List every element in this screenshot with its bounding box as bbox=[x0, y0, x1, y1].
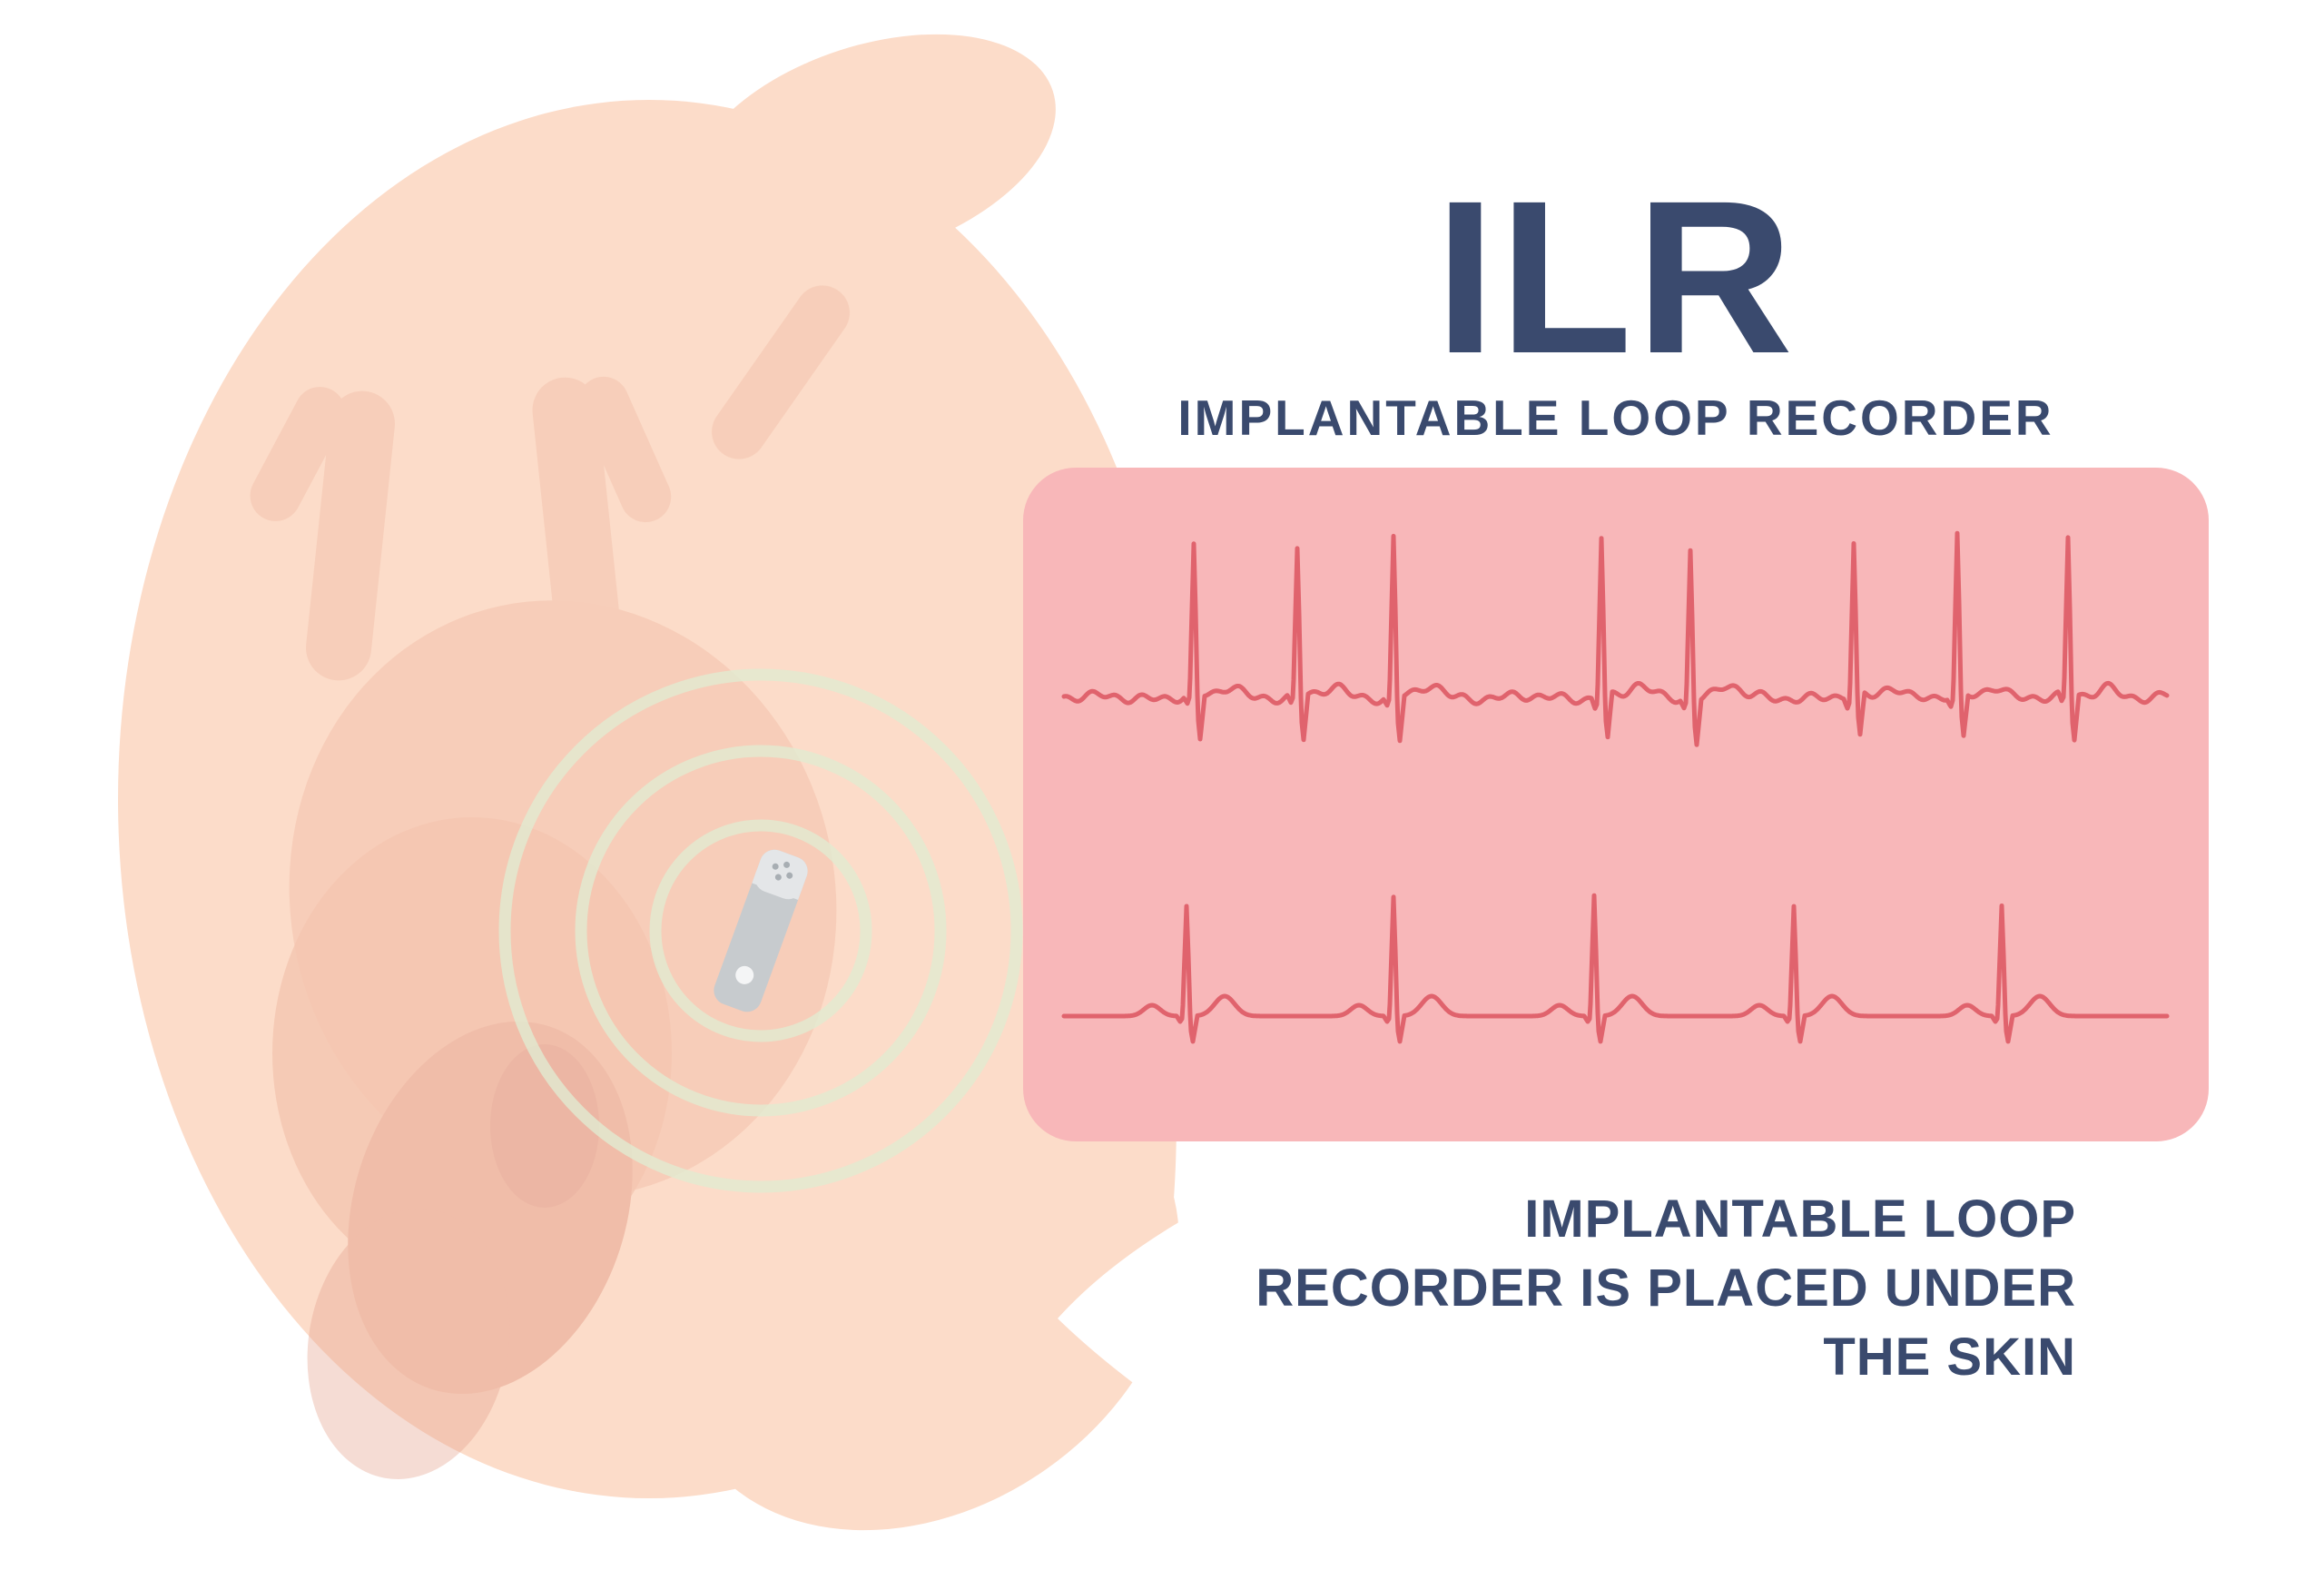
ecg-panel bbox=[1023, 468, 2209, 1141]
irregular-rhythm-trace bbox=[1061, 530, 2170, 747]
normal-sinus-rhythm-trace bbox=[1061, 893, 2170, 1044]
heart-silhouette bbox=[250, 285, 850, 1479]
signal-rings-icon bbox=[498, 668, 1023, 1193]
ilr-device-icon bbox=[714, 849, 808, 1012]
armpit-notch bbox=[1058, 1199, 1221, 1444]
caption: IMPLANTABLE LOOP RECORDER IS PLACED UNDE… bbox=[1023, 1185, 2076, 1392]
page-title: ILR bbox=[1434, 155, 1797, 399]
page-subtitle: IMPLANTABLE LOOP RECORDER bbox=[1177, 390, 2054, 446]
ecg-svg bbox=[1061, 530, 2170, 1044]
caption-line: IMPLANTABLE LOOP bbox=[1524, 1190, 2076, 1249]
caption-line: RECORDER IS PLACED UNDER bbox=[1256, 1259, 2076, 1318]
caption-line: THE SKIN bbox=[1823, 1328, 2076, 1387]
